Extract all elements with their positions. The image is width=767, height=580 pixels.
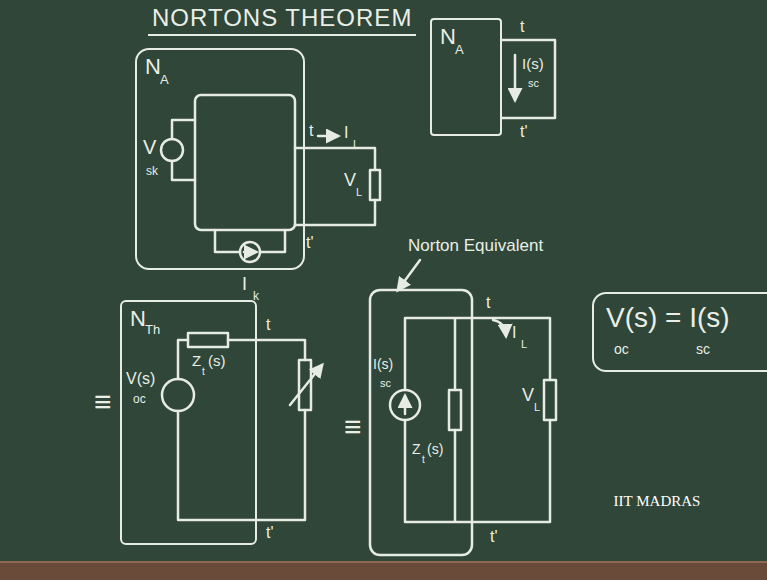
impedance-symbol [449, 390, 461, 430]
symbol-name: N [130, 306, 146, 331]
current-source-arrow [244, 251, 256, 254]
symbol-subscript: oc [614, 341, 629, 357]
terminal-name: t' [490, 528, 498, 545]
impedance-argument: (s) [208, 352, 226, 369]
circuit-wire [178, 340, 305, 520]
current-name: I [344, 124, 348, 141]
circuit-wire [405, 318, 550, 522]
symbol-name: N [145, 54, 161, 79]
subscript: L [353, 138, 359, 150]
impedance-argument: (s) [427, 441, 443, 457]
board-ledge [0, 562, 767, 580]
source-name: V(s) [126, 370, 155, 387]
leader-arrow [398, 260, 420, 290]
current-name: I(s) [522, 55, 544, 72]
network-box: NA [430, 18, 502, 136]
symbol-subscript: sc [696, 341, 710, 357]
terminal-name: t' [520, 123, 528, 140]
symbol-subscript: A [455, 42, 464, 57]
voltage-name: V [344, 170, 356, 190]
symbol-subscript: A [160, 72, 169, 87]
load-wire [295, 148, 375, 225]
voltage-source-symbol [162, 379, 194, 411]
resistor-symbol [544, 380, 556, 420]
current-source-symbol [390, 390, 420, 420]
short-circuit-wire [502, 40, 555, 118]
voltage-source-symbol [161, 139, 183, 161]
source-name: I [242, 274, 247, 294]
current-arrow [493, 320, 506, 336]
current-source-arrow [404, 396, 407, 414]
board-surface [0, 0, 767, 562]
impedance-symbol [188, 333, 228, 347]
impedance-name: Z [412, 441, 421, 457]
current-name: I [512, 324, 516, 341]
symbol-name: N [440, 24, 456, 49]
variable-load-arrow [290, 365, 322, 405]
inner-network-box [195, 95, 295, 230]
subscript: L [521, 338, 527, 350]
ledge-edge [0, 561, 767, 563]
source-wire [215, 230, 285, 252]
symbol-subscript: Th [145, 322, 160, 337]
resistor-symbol [370, 170, 380, 200]
equivalence-sign: ≡ [344, 410, 362, 443]
subscript: sc [380, 377, 391, 389]
terminal-name: t' [266, 524, 274, 541]
terminal-name: t [520, 18, 524, 35]
terminal-name: t [266, 316, 270, 333]
callout-label: Norton Equivalent [408, 236, 543, 255]
subscript: L [534, 401, 540, 413]
source-name: V [143, 136, 156, 158]
norton-equivalent-box [370, 290, 472, 555]
network-region: NA [135, 48, 305, 270]
subscript: k [253, 289, 259, 303]
terminal-name: t' [306, 234, 314, 251]
watermark: IIT MADRAS [614, 493, 701, 509]
voltage-name: V [522, 385, 534, 405]
equation-box: V(s) = I(s) oc sc [592, 292, 767, 372]
terminal-name: t [309, 122, 313, 139]
subscript: t [422, 454, 425, 465]
source-name: I(s) [373, 356, 393, 372]
impedance-name: Z [192, 352, 201, 369]
board-title: NORTONS THEOREM [152, 4, 412, 31]
current-arrow [514, 55, 517, 100]
equivalence-sign: ≡ [94, 385, 112, 418]
subscript: oc [133, 392, 146, 406]
title-underline: NORTONS THEOREM [148, 4, 416, 36]
source-wire [172, 120, 195, 180]
subscript: sc [528, 77, 539, 89]
current-arrow [318, 135, 338, 138]
thevenin-network-box: NTh [120, 300, 257, 545]
subscript: t [202, 366, 205, 377]
equation-text: V(s) = I(s) [606, 302, 730, 333]
subscript: L [356, 186, 362, 198]
current-source-symbol [240, 242, 260, 262]
terminal-name: t [486, 294, 490, 311]
subscript: sk [146, 164, 158, 178]
